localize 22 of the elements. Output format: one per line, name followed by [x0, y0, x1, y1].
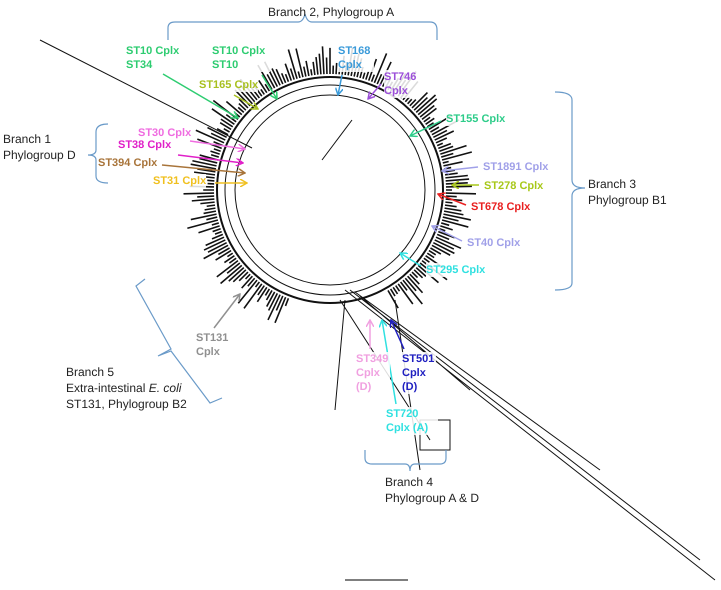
leader-arrow: [234, 94, 259, 110]
leader-arrow: [441, 166, 478, 175]
branch-label: Branch 3 Phylogroup B1: [588, 176, 668, 208]
leader-arrow: [213, 293, 241, 328]
branch-label: Branch 4 Phylogroup A & D: [385, 474, 480, 506]
leader-arrow: [215, 178, 248, 188]
leader-arrow: [178, 154, 244, 167]
leader-arrow: [334, 74, 344, 96]
leader-arrow: [389, 319, 405, 350]
leader-arrow: [437, 192, 466, 206]
leader-arrow: [451, 180, 479, 190]
leader-arrow: [190, 140, 246, 153]
leader-arrow: [162, 73, 239, 119]
branch-label: Branch 1 Phylogroup D: [3, 131, 77, 163]
branch-label: Branch 2, Phylogroup A: [268, 4, 396, 20]
leader-arrow: [409, 120, 442, 138]
leader-arrow: [367, 84, 382, 100]
leader-arrow: [431, 224, 462, 242]
branch-label: Branch 5 Extra-intestinal E. coli ST131, Phylogroup B2: [66, 364, 188, 412]
leader-arrow: [399, 252, 422, 267]
leader-arrow: [162, 164, 246, 178]
leader-arrow: [365, 319, 375, 349]
